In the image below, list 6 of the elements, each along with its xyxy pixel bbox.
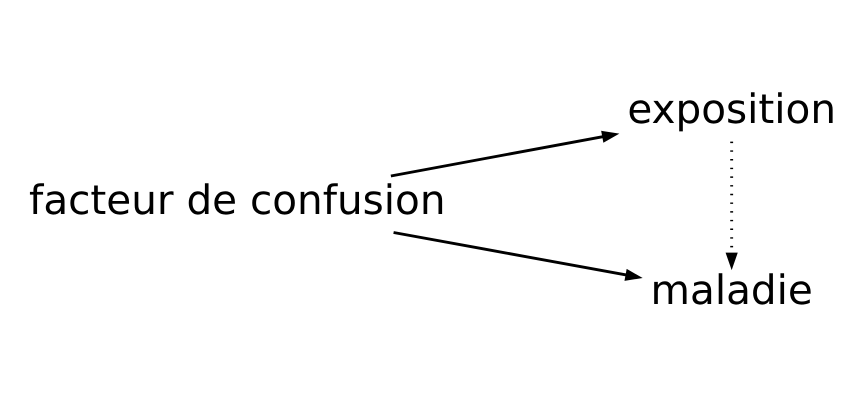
arrow xyxy=(392,231,642,281)
node-text: maladie xyxy=(650,266,812,314)
arrow xyxy=(725,142,738,270)
node-text: exposition xyxy=(626,85,836,134)
node-text: facteur de confusion xyxy=(28,176,446,224)
arrow xyxy=(390,130,619,178)
